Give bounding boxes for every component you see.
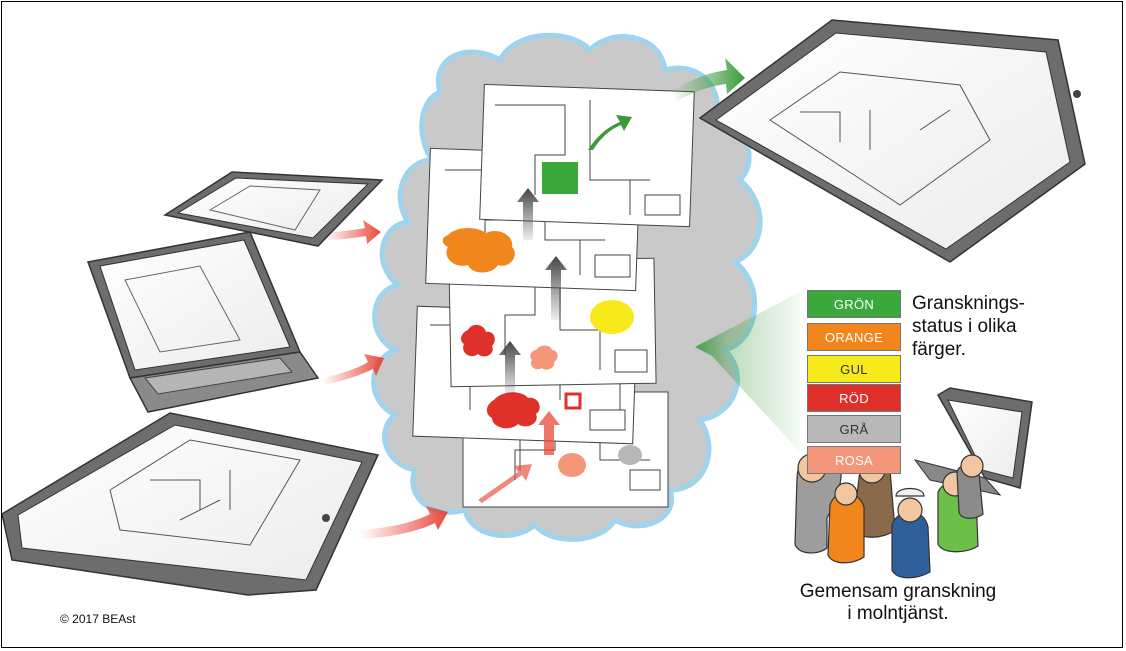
status-heading-line: Gransknings- (912, 293, 1025, 314)
caption-line: i molntjänst. (847, 603, 949, 624)
markup-yellow (590, 300, 634, 334)
markup-green (542, 162, 578, 194)
up-arrow-2 (545, 256, 567, 320)
up-arrow-4 (538, 411, 560, 455)
legend-label: RÖD (839, 390, 869, 406)
legend-item-rod: RÖD (807, 384, 901, 412)
people-group (794, 450, 984, 579)
legend-item-gra: GRÅ (807, 415, 901, 443)
markup-orange (442, 228, 515, 273)
tablet-small (163, 171, 384, 247)
legend-item-gul: GUL (807, 355, 901, 383)
legend-label: GRÖN (833, 296, 875, 312)
markup-red-2 (486, 392, 540, 429)
laptop (86, 231, 320, 413)
markup-grey (618, 445, 642, 465)
legend-item-rosa: ROSA (807, 446, 901, 474)
legend-label: ROSA (834, 452, 874, 468)
caption: Gemensam granskning i molntjänst. (763, 581, 1033, 625)
tablet-large (1, 412, 380, 596)
status-heading-line: status i olika (912, 316, 1017, 337)
tablet-top-right (698, 19, 1086, 263)
legend-label: ORANGE (824, 329, 884, 345)
input-arrows (322, 220, 448, 539)
up-arrow-3 (499, 341, 521, 395)
markup-pink-2 (558, 453, 586, 477)
caption-line: Gemensam granskning (799, 581, 997, 602)
markup-red-1 (461, 324, 495, 357)
review-flow-arrows (478, 115, 632, 503)
copyright: © 2017 BEAst (60, 612, 136, 626)
green-output-arrow (672, 58, 745, 102)
status-fan (695, 292, 800, 452)
status-heading-line: färger. (912, 339, 966, 360)
legend-item-orange: ORANGE (807, 323, 901, 351)
legend-label: GUL (840, 361, 868, 377)
status-heading: Gransknings- status i olika färger. (912, 292, 1112, 361)
markup-pink-1 (530, 345, 558, 370)
legend-label: GRÅ (839, 421, 869, 437)
drawing-sheet-2 (479, 83, 695, 228)
up-arrow-1 (517, 188, 539, 240)
legend-item-gron: GRÖN (807, 290, 901, 318)
green-arrow-on-sheet (588, 115, 632, 150)
markup-blobs (442, 162, 642, 477)
markup-red-square (564, 392, 582, 410)
up-arrow-5 (478, 464, 532, 503)
